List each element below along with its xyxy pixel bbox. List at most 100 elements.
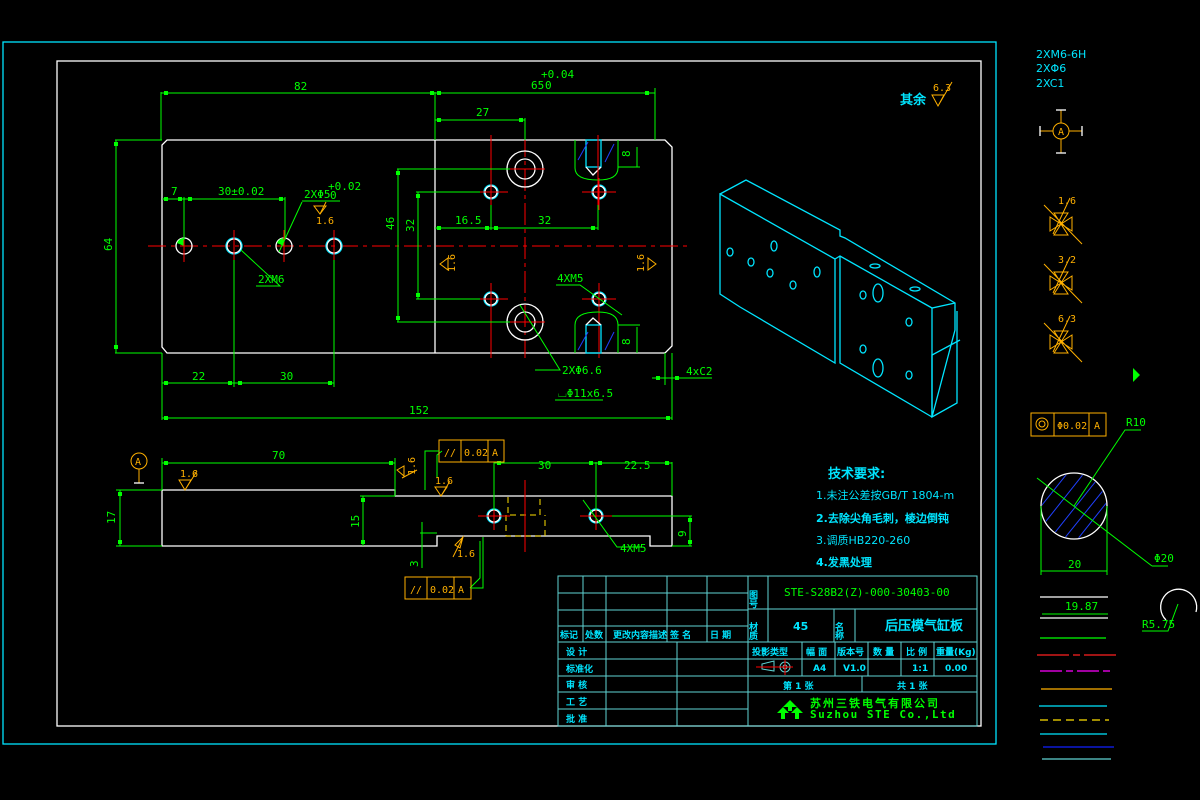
gdt-concentricity-frame: Φ0.02 A [1030, 412, 1107, 437]
hole-2x5: 2XΦ5 [304, 188, 331, 201]
rev-header-mark: 标记 [559, 629, 578, 641]
section-cut-bottom [574, 311, 640, 354]
datum-target-icon [1039, 109, 1083, 154]
top-dimensions [115, 88, 712, 420]
roughness-sym-16: 1.6 [1058, 196, 1076, 207]
roughness-1: 1.6 [316, 216, 334, 227]
diameter-20: Φ20 [1154, 552, 1174, 565]
roughness-symbols-top [313, 201, 657, 271]
play-arrow-icon[interactable] [1133, 368, 1140, 382]
approval-standard: 标准化 [565, 663, 593, 675]
thread-4xm5: 4XM5 [557, 272, 584, 285]
tech-req-item-2: 2.去除尖角毛刺，棱边倒钝 [816, 511, 949, 525]
dim-65-tol: +0.04 [541, 68, 574, 81]
info-header-qty: 数 量 [873, 646, 894, 658]
counterbore: ⌴Φ11x6.5 [558, 387, 613, 400]
top-view: 82 65 +0.04 0 27 7 30±0.02 2XΦ5 +0.02 0 … [102, 68, 713, 420]
thread-4xm5-side: 4XM5 [620, 542, 647, 555]
dim-arrows [114, 91, 679, 420]
dim-22: 22 [192, 370, 205, 383]
info-version-value: V1.0 [843, 664, 866, 674]
company-name-en: Suzhou STE Co.,Ltd [810, 708, 956, 721]
svg-text://: // [444, 448, 456, 459]
svg-text://: // [410, 585, 422, 596]
note-2xm6: 2XM6-6H [1036, 48, 1086, 61]
dim-15: 15 [349, 515, 362, 528]
info-header-version: 版本号 [836, 646, 864, 658]
hole-2x5-tol-low: 0 [330, 189, 337, 202]
title-block: 图号 STE-S28B2(Z)-000-30403-00 材质 45 名称 后压… [557, 575, 978, 727]
dim-30-tol: 30±0.02 [218, 185, 264, 198]
dim-9: 9 [676, 530, 689, 537]
gdt-frame-bottom: // 0.02 A [404, 576, 472, 600]
section-cut-top [574, 135, 640, 212]
dim-64: 64 [102, 237, 115, 251]
gdt-frame-top: // 0.02 A [438, 439, 505, 463]
depth-8-bottom: 8 [620, 338, 633, 345]
counterbore-holes [505, 150, 545, 341]
roughness-side-1: 1.6 [180, 469, 198, 480]
approval-review: 审 核 [566, 679, 587, 691]
company-logo-icon [777, 700, 803, 719]
company-name-cn: 苏州三铁电气有限公司 [810, 696, 940, 710]
dim-3: 3 [408, 560, 421, 567]
datum-target-label: A [1058, 127, 1064, 138]
hole-2x5-tol: +0.02 [328, 180, 361, 193]
dim-27: 27 [476, 106, 489, 119]
dim-152: 152 [409, 404, 429, 417]
note-2xc1: 2XC1 [1036, 77, 1064, 90]
material-value: 45 [793, 620, 808, 633]
total-sheets: 共 1 张 [897, 680, 929, 692]
svg-text:A: A [1094, 421, 1100, 432]
tech-req-title: 技术要求: [828, 466, 885, 482]
info-scale-value: 1:1 [912, 664, 928, 674]
roughness-symbol-group-3 [1043, 315, 1083, 363]
dim-65-tol-low: 0 [545, 79, 552, 92]
roughness-side-4: 1.6 [457, 549, 475, 560]
dim-22-5: 22.5 [624, 459, 651, 472]
tech-requirements: 技术要求: 1.未注公差按GB/T 1804-m 2.去除尖角毛刺，棱边倒钝 3… [816, 466, 954, 569]
drawing-no-label: 图号 [747, 590, 758, 609]
dim-30: 30 [280, 370, 293, 383]
roughness-symbol-group-1 [1043, 197, 1083, 245]
tech-req-item-4: 4.发黑处理 [816, 555, 872, 569]
outer-frame [2, 41, 997, 745]
rev-header-date: 日 期 [710, 629, 731, 641]
rev-header-desc: 更改内容描述 [613, 629, 667, 641]
tech-req-item-1: 1.未注公差按GB/T 1804-m [816, 488, 954, 502]
dim-32-vertical: 32 [404, 219, 417, 232]
approval-design: 设 计 [566, 646, 587, 658]
roughness-note-value: 6.3 [933, 83, 951, 94]
dim-20: 20 [1068, 558, 1081, 571]
roughness-3: 1.6 [636, 254, 647, 272]
hole-2x6-6: 2XΦ6.6 [562, 364, 602, 377]
dim-46: 46 [384, 217, 397, 230]
dim-17: 17 [105, 511, 118, 524]
depth-8-top: 8 [620, 150, 633, 157]
sheet-number: 第 1 张 [783, 680, 815, 692]
side-panel: 2XM6-6H 2XΦ6 2XC1 A 1.6 3.2 6.3 [1030, 48, 1198, 760]
material-label: 材质 [747, 621, 759, 641]
arc-r5-75 [1160, 588, 1198, 621]
tech-req-item-3: 3.调质HB220-260 [816, 534, 910, 547]
datum-a-label: A [135, 457, 141, 468]
part-name: 后压模气缸板 [885, 618, 964, 634]
roughness-side-3: 1.6 [435, 476, 453, 487]
side-view: 70 17 15 3 30 22.5 9 4XM5 A 1.6 1.6 1.6 … [105, 439, 692, 600]
roughness-symbol-group-2 [1043, 256, 1083, 304]
inner-border [56, 60, 982, 727]
info-weight-value: 0.00 [945, 664, 967, 674]
dim-19-87: 19.87 [1065, 600, 1098, 613]
svg-text:A: A [492, 448, 498, 459]
svg-text:Φ0.02: Φ0.02 [1057, 421, 1087, 432]
roughness-side-2: 1.6 [407, 457, 418, 475]
info-format-value: A4 [813, 664, 826, 674]
approval-approve: 批 准 [566, 713, 587, 725]
roughness-note-label: 其余 [900, 92, 927, 108]
dim-70: 70 [272, 449, 285, 462]
dim-30-side: 30 [538, 459, 551, 472]
dim-65: 65 [531, 79, 544, 92]
thread-2xm6: 2XM6 [258, 273, 285, 286]
isometric-view [719, 179, 961, 419]
